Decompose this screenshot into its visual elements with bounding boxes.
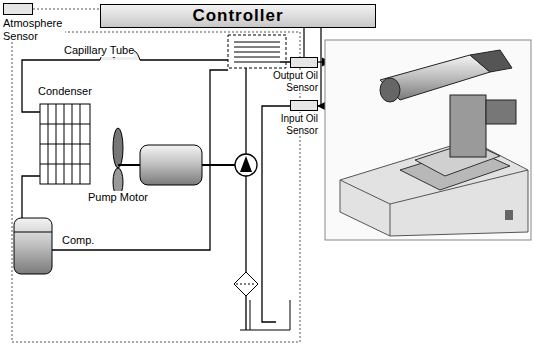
unit-enclosure <box>12 32 300 342</box>
machine-picture <box>325 40 531 240</box>
sensor-box <box>290 100 318 111</box>
compressor-symbol <box>14 218 52 274</box>
pump-symbol <box>235 154 257 176</box>
sensor-label: Input Oil Sensor <box>268 113 318 136</box>
controller-label: Controller <box>192 6 283 26</box>
condenser-symbol <box>40 104 90 184</box>
signal-wire <box>303 28 304 57</box>
refrigerant-pipe <box>22 60 228 250</box>
part-label: Comp. <box>62 234 94 247</box>
exchanger-coil <box>234 42 280 62</box>
sensor-box <box>290 57 318 68</box>
controller-box: Controller <box>100 4 376 28</box>
pump-motor-symbol <box>140 145 235 185</box>
sensor-label: Output Oil Sensor <box>268 70 318 93</box>
part-label: Condenser <box>38 85 92 98</box>
sensor-label: Atmosphere Sensor <box>3 17 65 42</box>
oil-sensor: Input Oil Sensor <box>268 100 318 136</box>
signal-wire <box>318 28 321 106</box>
sensor-box <box>3 3 33 15</box>
signal-wire <box>33 8 100 9</box>
fan-symbol <box>113 128 140 196</box>
part-label: Capillary Tube <box>64 44 134 57</box>
oil-sensor: Output Oil Sensor <box>268 57 318 93</box>
exchanger-frame <box>228 35 286 68</box>
oil-tank <box>240 300 290 330</box>
filter-symbol <box>234 272 258 296</box>
part-label: Pump Motor <box>88 191 148 204</box>
atmosphere-sensor: Atmosphere Sensor <box>3 3 65 42</box>
